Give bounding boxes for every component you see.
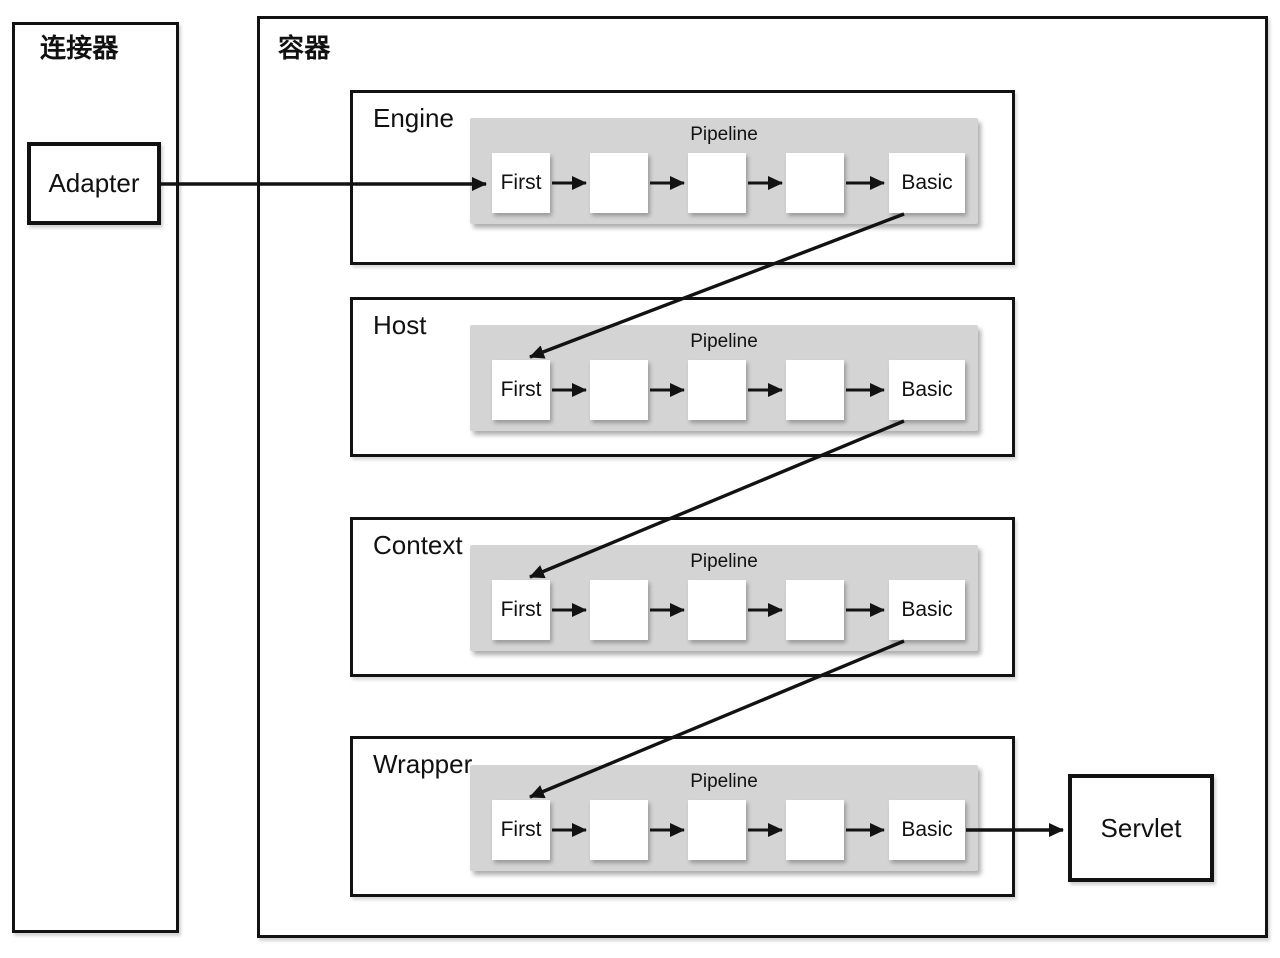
engine-valve-4 [786, 153, 844, 213]
host-label: Host [373, 310, 427, 340]
context-pipeline-label: Pipeline [690, 551, 758, 572]
host-valve-3 [688, 360, 746, 420]
context-valve-3 [688, 580, 746, 640]
connector-label: 连接器 [40, 33, 119, 63]
host-valve-4 [786, 360, 844, 420]
engine-valve-2 [590, 153, 648, 213]
servlet-box: Servlet [1068, 774, 1214, 882]
wrapper-valve-first: First [492, 800, 550, 860]
context-label: Context [373, 530, 463, 560]
context-valve-first: First [492, 580, 550, 640]
wrapper-valve-2 [590, 800, 648, 860]
engine-label: Engine [373, 103, 454, 133]
engine-pipeline-label: Pipeline [690, 124, 758, 145]
host-valve-first: First [492, 360, 550, 420]
wrapper-valve-3 [688, 800, 746, 860]
host-valve-2 [590, 360, 648, 420]
wrapper-pipeline-label: Pipeline [690, 771, 758, 792]
wrapper-valve-basic: Basic [889, 800, 965, 860]
context-valve-2 [590, 580, 648, 640]
host-valve-basic: Basic [889, 360, 965, 420]
engine-valve-3 [688, 153, 746, 213]
context-valve-4 [786, 580, 844, 640]
wrapper-valve-4 [786, 800, 844, 860]
adapter-box: Adapter [27, 142, 161, 225]
wrapper-label: Wrapper [373, 749, 473, 779]
adapter-label: Adapter [48, 168, 140, 198]
engine-valve-first: First [492, 153, 550, 213]
container-label: 容器 [278, 33, 331, 63]
engine-valve-basic: Basic [889, 153, 965, 213]
context-valve-basic: Basic [889, 580, 965, 640]
host-pipeline-label: Pipeline [690, 331, 758, 352]
servlet-label: Servlet [1100, 812, 1182, 843]
